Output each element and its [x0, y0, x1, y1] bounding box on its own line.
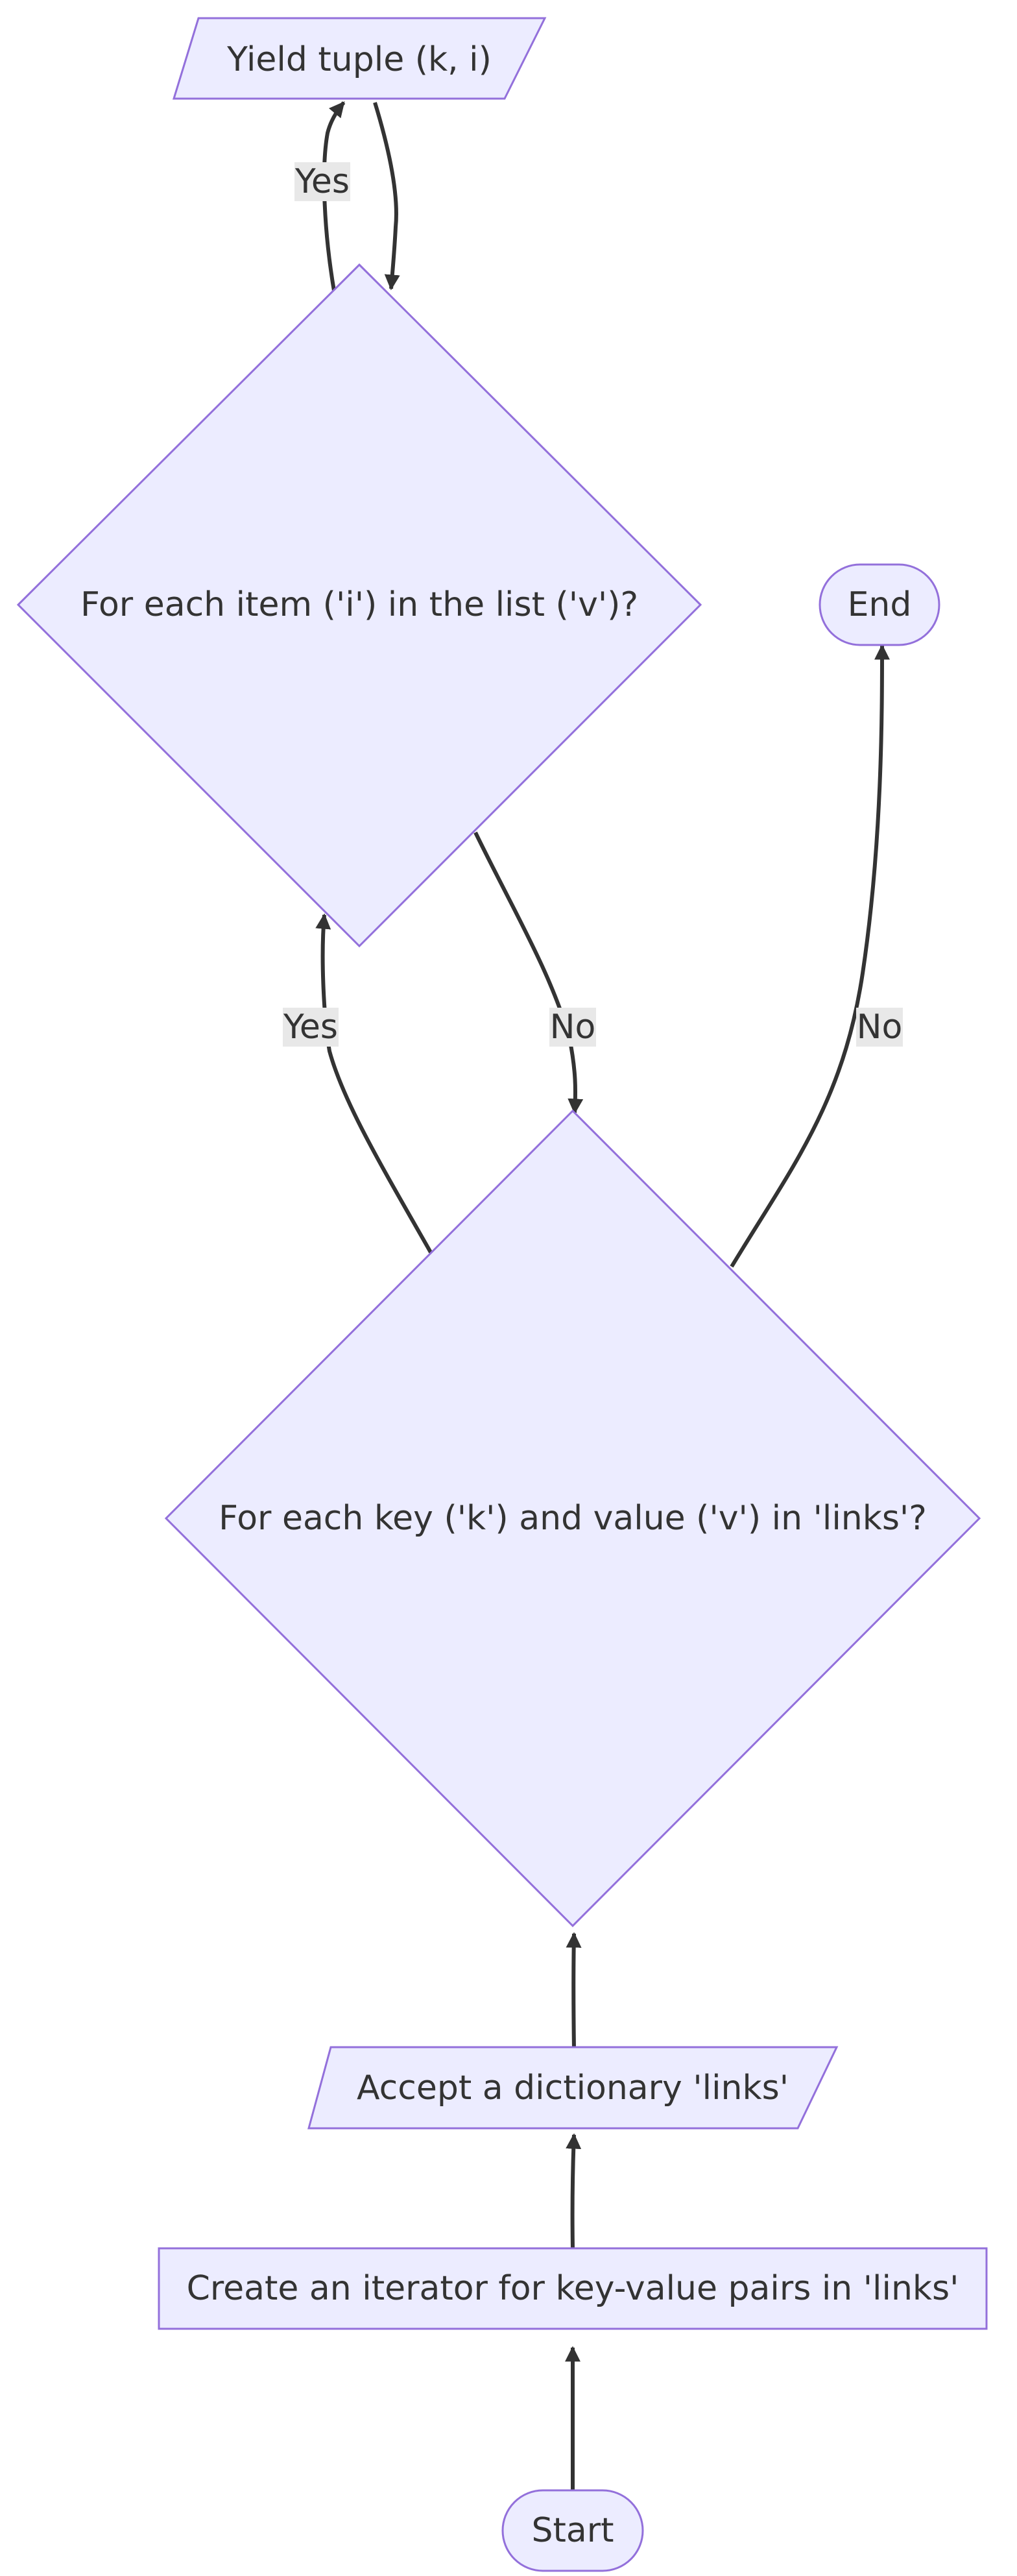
edge-label-inner-to-yield: Yes	[294, 162, 350, 201]
edge-yield-to-inner	[373, 102, 400, 291]
edge-create-to-accept	[566, 2133, 582, 2249]
edge-accept-to-outer	[566, 1932, 582, 2050]
edge-label-outer-to-inner: Yes	[283, 1008, 339, 1047]
edge-inner-to-yield	[322, 101, 346, 291]
node-yield-tuple: Yield tuple (k, i)	[172, 17, 547, 100]
svg-text:For each item ('i') in the lis: For each item ('i') in the list ('v')?	[80, 585, 638, 624]
svg-text:Yield tuple (k, i): Yield tuple (k, i)	[226, 40, 492, 79]
svg-text:Yes: Yes	[283, 1008, 338, 1047]
edge-outer-to-end	[730, 644, 890, 1268]
edge-label-inner-to-outer: No	[549, 1008, 596, 1047]
node-end: End	[819, 563, 940, 646]
node-create-iterator: Create an iterator for key-value pairs i…	[158, 2247, 988, 2330]
svg-text:End: End	[848, 585, 912, 624]
node-outer-decision: For each key ('k') and value ('v') in 'l…	[164, 1109, 981, 1928]
svg-text:Accept a dictionary 'links': Accept a dictionary 'links'	[357, 2069, 789, 2108]
edge-inner-to-outer	[473, 831, 584, 1115]
svg-text:Create an iterator for key-val: Create an iterator for key-value pairs i…	[187, 2269, 959, 2308]
node-inner-decision: For each item ('i') in the list ('v')?	[16, 263, 702, 948]
edge-outer-to-inner	[315, 913, 433, 1254]
svg-text:No: No	[550, 1008, 596, 1047]
node-accept-dictionary: Accept a dictionary 'links'	[307, 2046, 839, 2130]
edge-label-outer-to-end: No	[856, 1008, 903, 1047]
svg-text:No: No	[857, 1008, 903, 1047]
svg-text:For each key ('k') and value (: For each key ('k') and value ('v') in 'l…	[219, 1499, 927, 1538]
svg-text:Start: Start	[531, 2511, 614, 2550]
node-start: Start	[501, 2489, 644, 2572]
svg-text:Yes: Yes	[294, 162, 350, 201]
